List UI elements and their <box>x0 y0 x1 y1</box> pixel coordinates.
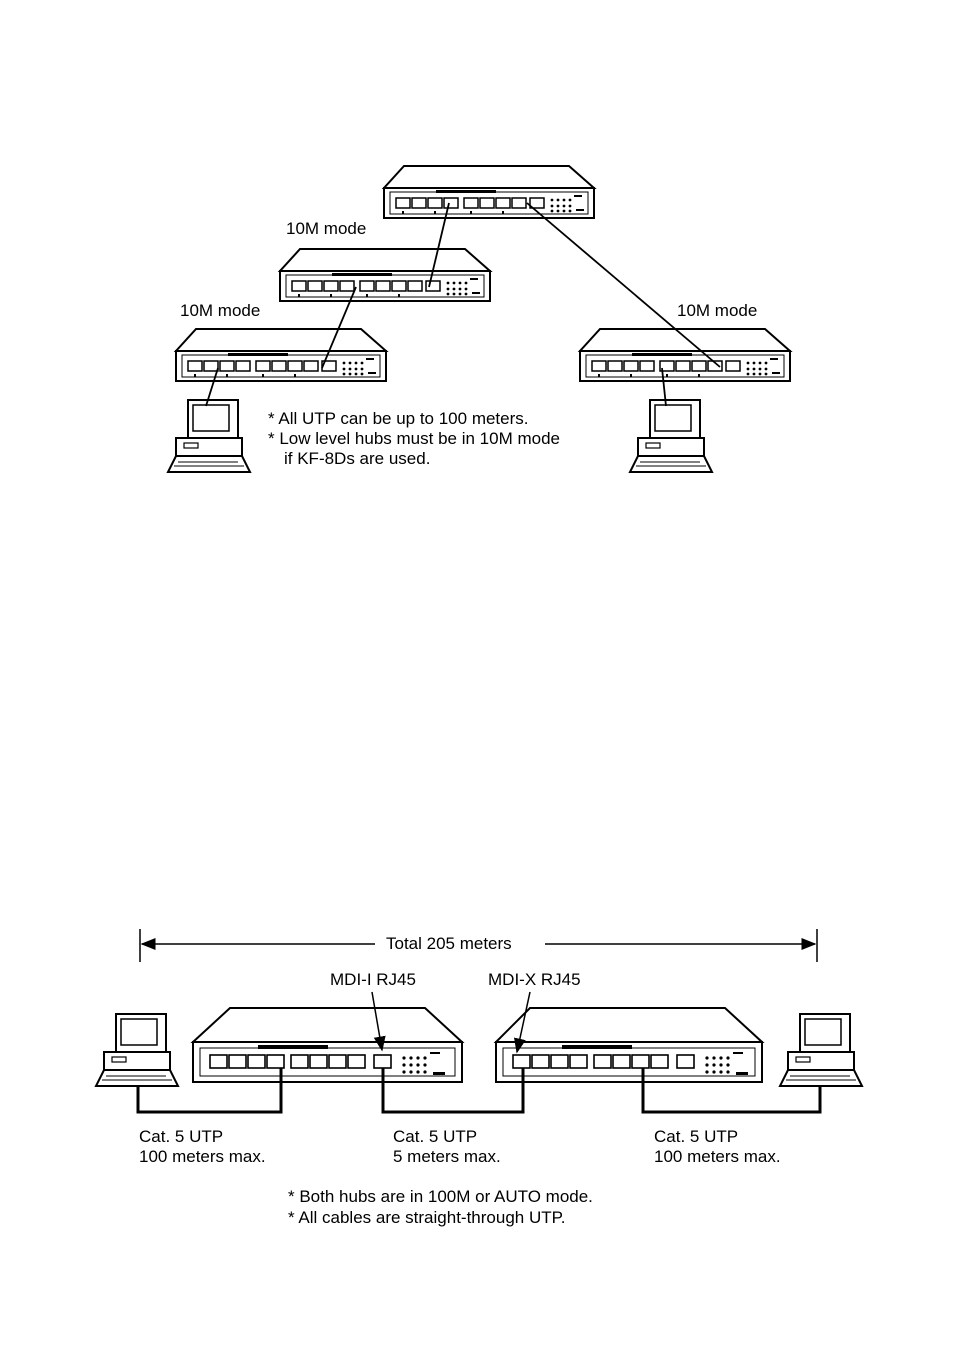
total-distance-label: Total 205 meters <box>386 934 512 953</box>
cable-left-label-2: 100 meters max. <box>139 1147 266 1166</box>
large-hub-left <box>190 1007 465 1083</box>
cable-left-label-1: Cat. 5 UTP <box>139 1127 224 1146</box>
middle-hub-label: 10M mode <box>286 219 367 238</box>
diagram1-note-2: * Low level hubs must be in 10M mode <box>268 429 560 448</box>
callout-arrows <box>371 991 531 1054</box>
left-hub-label: 10M mode <box>180 301 261 320</box>
computer-left-2 <box>95 1013 179 1087</box>
right-hub-label: 10M mode <box>677 301 758 320</box>
cable-mid-label-1: Cat. 5 UTP <box>393 1127 478 1146</box>
computer-left-1 <box>167 399 251 473</box>
mdi-i-label: MDI-I RJ45 <box>330 970 416 989</box>
left-hub <box>175 328 387 382</box>
middle-hub <box>279 248 491 302</box>
mdi-x-label: MDI-X RJ45 <box>488 970 581 989</box>
computer-right-2 <box>779 1013 863 1087</box>
large-hub-right <box>493 1007 765 1083</box>
diagram1-cables <box>205 202 721 407</box>
diagram1-note-3: if KF-8Ds are used. <box>284 449 431 468</box>
top-hub <box>383 165 595 219</box>
diagram2-note-1: * Both hubs are in 100M or AUTO mode. <box>288 1187 593 1206</box>
cable-mid-label-2: 5 meters max. <box>393 1147 501 1166</box>
span-arrow <box>139 929 818 962</box>
diagram2-cables <box>136 1068 822 1114</box>
computer-right-1 <box>629 399 713 473</box>
diagram2-note-2: * All cables are straight-through UTP. <box>288 1208 566 1227</box>
cable-right-label-2: 100 meters max. <box>654 1147 781 1166</box>
diagram1-note-1: * All UTP can be up to 100 meters. <box>268 409 529 428</box>
cable-right-label-1: Cat. 5 UTP <box>654 1127 739 1146</box>
